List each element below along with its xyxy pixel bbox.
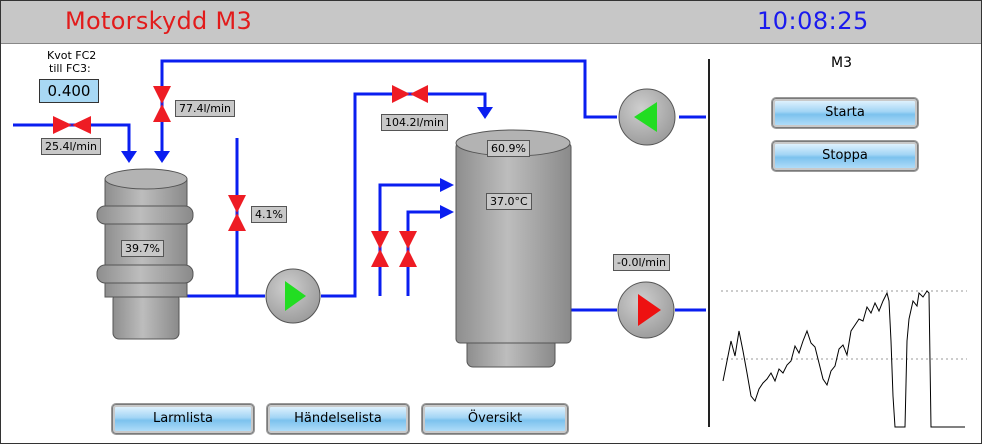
small-tank-level-readout: 39.7%: [121, 240, 164, 257]
big-tank-temp-readout: 37.0°C: [486, 193, 532, 210]
pump-icon: [265, 88, 676, 339]
top-flow-readout: 77.4l/min: [175, 100, 235, 117]
flow-arrow-icon: [121, 107, 493, 219]
motor-panel-title: M3: [831, 55, 852, 71]
overview-button[interactable]: Översikt: [422, 404, 568, 434]
trend-chart: [721, 290, 967, 428]
trend-line: [722, 290, 965, 428]
outlet-flow-readout: -0.0l/min: [613, 254, 670, 271]
event-list-button[interactable]: Händelselista: [267, 404, 409, 434]
valve-icon: [53, 85, 428, 267]
inlet-pipe: [13, 123, 131, 153]
tank-feed-flow-readout: 104.2l/min: [381, 114, 448, 131]
big-tank: [455, 129, 572, 368]
big-tank-level-readout: 60.9%: [487, 140, 530, 157]
valve-opening-readout: 4.1%: [251, 206, 287, 223]
clock-readout: 10:08:25: [757, 7, 869, 35]
ratio-label-line1: Kvot FC2: [47, 49, 97, 62]
start-button[interactable]: Starta: [772, 98, 918, 128]
dosing-pipe-2: [406, 210, 442, 296]
alarm-list-button[interactable]: Larmlista: [112, 404, 254, 434]
feed-pipe: [321, 92, 487, 298]
inlet-flow-readout: 25.4l/min: [41, 138, 101, 155]
small-tank: [96, 168, 194, 340]
header-bar: Motorskydd M3 10:08:25: [1, 1, 981, 44]
ratio-label-line2: till FC3:: [49, 62, 91, 75]
ratio-value[interactable]: 0.400: [39, 79, 99, 103]
page-title: Motorskydd M3: [65, 7, 253, 35]
panel-divider: [708, 59, 710, 427]
stop-button[interactable]: Stoppa: [772, 141, 918, 171]
